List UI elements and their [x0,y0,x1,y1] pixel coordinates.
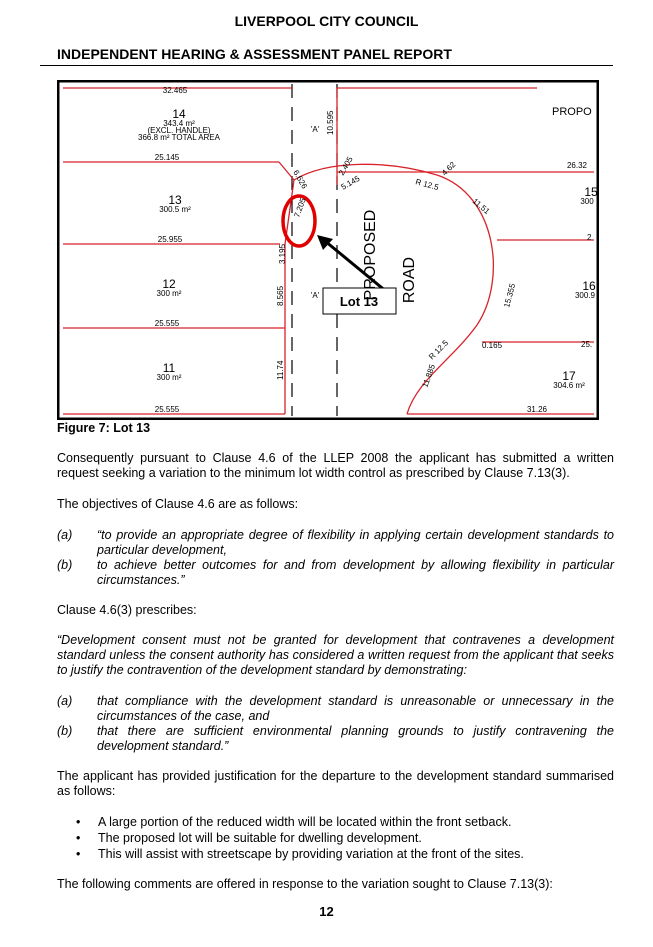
lot-labels: 14 343.4 m² (EXCL. HANDLE) 366.8 m² TOTA… [138,107,598,390]
lot-11-number: 11 [163,361,176,375]
lot-14-note2: 366.8 m² TOTAL AREA [138,133,221,142]
dim-2: 2 [587,233,592,242]
dim-10595: 10.595 [326,110,335,135]
lot-12-number: 12 [162,277,176,291]
figure-border [57,80,599,420]
paragraph-objectives-heading: The objectives of Clause 4.6 are as foll… [57,497,299,511]
lot-17-number: 17 [562,369,576,383]
lot-14-area: 343.4 m² [163,119,195,128]
lot-boundaries [63,87,594,415]
lot-15-number: 15 [584,185,598,199]
bullet-marker: • [76,847,81,861]
objective-text: to achieve better outcomes for and from … [97,558,614,587]
objective-text: “to provide an appropriate degree of fle… [97,528,614,557]
dim-0165: 0.165 [482,341,503,350]
dim-propo: PROPO [552,106,592,118]
dim-1174: 11.74 [276,360,285,380]
callout-arrow-head [317,235,333,250]
lot-15-area: 300 [580,197,594,206]
lot-11-area: 300 m² [157,373,182,382]
objective-item: (a) “to provide an appropriate degree of… [57,528,614,558]
dim-a2: 'A' [311,291,320,300]
dim-lot12-width: 25.555 [155,319,180,328]
callout-arrow-shaft [324,239,388,294]
road-label-road: ROAD [401,257,418,303]
objective-label: (b) [57,558,73,572]
dim-top: 32.465 [163,86,188,95]
demonstration-text: that there are sufficient environmental … [97,724,614,753]
bullet-text: This will assist with streetscape by pro… [98,847,524,861]
dim-2632: 26.32 [567,161,588,170]
paragraph-intro: Consequently pursuant to Clause 4.6 of t… [57,451,614,480]
report-title: INDEPENDENT HEARING & ASSESSMENT PANEL R… [57,46,452,62]
header-rule [40,65,613,66]
lot-17-area: 304.6 m² [553,381,585,390]
objective-item: (b) to achieve better outcomes for and f… [57,558,614,588]
lot-13-highlight-ellipse [281,194,317,248]
cul-de-sac-curve [293,163,494,415]
paragraph-justification: The applicant has provided justification… [57,769,614,798]
bullet-marker: • [76,831,81,845]
dim-lot14-width: 25.145 [155,153,180,162]
bullet-marker: • [76,815,81,829]
lot-13-callout-box [322,287,397,315]
lot-13-handle-edge [278,161,295,181]
bullet-text: The proposed lot will be suitable for dw… [98,831,422,845]
dim-8565: 8.565 [276,285,285,306]
paragraph-comments: The following comments are offered in re… [57,877,553,891]
lot-16-area: 300.9 [575,291,596,300]
figure-caption: Figure 7: Lot 13 [57,421,151,435]
paragraph-clause-heading: Clause 4.6(3) prescribes: [57,603,197,617]
demonstration-text: that compliance with the development sta… [97,694,614,723]
paragraph-quote: “Development consent must not be granted… [57,633,614,677]
dim-a1: 'A' [311,125,320,134]
council-name: LIVERPOOL CITY COUNCIL [234,13,419,29]
demonstration-label: (a) [57,694,73,708]
road-label-proposed: PROPOSED [362,210,379,301]
lot-13-number: 13 [168,193,182,207]
lot-16-number: 16 [582,279,596,293]
bullet-text: A large portion of the reduced width wil… [98,815,512,829]
subdivision-plan-figure: Lot 13 PROPOSED ROAD 14 343.4 m² (EXCL. … [57,80,599,420]
lot-12-area: 300 m² [157,289,182,298]
dim-lot11-width: 25.555 [155,405,180,414]
dim-lot13-width: 25.955 [158,235,183,244]
dim-3195: 3.195 [278,243,287,264]
dim-25: 25. [581,340,592,349]
demonstration-item: (b) that there are sufficient environmen… [57,724,614,754]
lot-13-callout-label: Lot 13 [340,294,378,309]
objective-label: (a) [57,528,73,542]
lot-13-area: 300.5 m² [159,205,191,214]
demonstration-item: (a) that compliance with the development… [57,694,614,724]
page-number: 12 [319,904,334,919]
lot-14-number: 14 [172,107,186,121]
demonstration-label: (b) [57,724,73,738]
lot-14-note1: (EXCL. HANDLE) [147,126,210,135]
dim-3126: 31.26 [527,405,548,414]
